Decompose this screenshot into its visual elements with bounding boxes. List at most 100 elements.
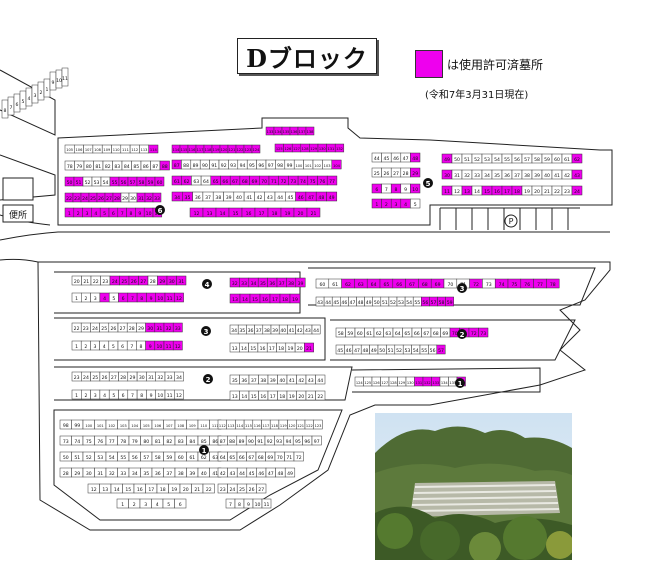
grave-plot[interactable]: 20 (179, 483, 192, 494)
grave-plot[interactable]: 53 (481, 153, 493, 164)
grave-plot[interactable]: 11 (163, 340, 174, 351)
grave-plot[interactable]: 4 (25, 87, 33, 107)
grave-plot[interactable]: 14 (239, 342, 249, 353)
grave-plot[interactable]: 101 (303, 159, 314, 170)
grave-plot[interactable]: 28 (59, 467, 72, 478)
grave-plot[interactable]: 18 (511, 185, 523, 196)
grave-plot[interactable]: 7 (225, 498, 236, 509)
grave-plot[interactable]: 37 (254, 324, 264, 335)
grave-plot[interactable]: 65 (402, 327, 413, 338)
grave-plot[interactable]: 20 (294, 342, 305, 353)
grave-plot[interactable]: 14 (239, 293, 251, 304)
grave-plot[interactable]: 17 (145, 483, 158, 494)
grave-plot[interactable]: 24 (81, 371, 91, 382)
grave-plot[interactable]: 127 (291, 143, 302, 153)
grave-plot[interactable]: 56 (511, 153, 523, 164)
grave-plot[interactable]: 49 (326, 191, 338, 202)
grave-plot[interactable]: 36 (151, 467, 164, 478)
grave-plot[interactable]: 74 (494, 278, 509, 289)
grave-plot[interactable]: 5 (162, 498, 175, 509)
grave-plot[interactable]: 41 (243, 191, 255, 202)
grave-plot[interactable]: 19 (280, 207, 295, 218)
grave-plot[interactable]: 126 (283, 143, 293, 153)
grave-plot[interactable]: 31 (451, 169, 463, 180)
grave-plot[interactable]: 29 (127, 371, 138, 382)
grave-plot[interactable]: 25 (88, 192, 98, 203)
grave-plot[interactable]: 5 (99, 207, 110, 218)
grave-plot[interactable]: 4 (99, 340, 110, 351)
grave-plot[interactable]: 39 (267, 374, 278, 385)
grave-plot[interactable]: 71 (268, 175, 279, 186)
grave-plot[interactable]: 20 (71, 275, 82, 286)
grave-plot[interactable]: 46 (390, 152, 402, 163)
grave-plot[interactable]: 18 (277, 390, 288, 401)
grave-plot[interactable]: 60 (354, 327, 365, 338)
grave-plot[interactable]: 23 (561, 185, 573, 196)
grave-plot[interactable]: 66 (392, 278, 406, 289)
grave-plot[interactable]: 59 (163, 451, 176, 462)
grave-plot[interactable]: 69 (249, 175, 260, 186)
grave-plot[interactable]: 12 (189, 207, 204, 218)
grave-plot[interactable]: 22 (202, 483, 215, 494)
grave-plot[interactable]: 19 (521, 185, 533, 196)
grave-plot[interactable]: 34 (174, 371, 184, 382)
grave-plot[interactable]: 61 (561, 153, 573, 164)
grave-plot[interactable]: 114 (235, 419, 245, 430)
grave-plot[interactable]: 23 (217, 483, 228, 494)
grave-plot[interactable]: 22 (551, 185, 563, 196)
grave-plot[interactable]: 70 (274, 451, 285, 462)
grave-plot[interactable]: 11 (441, 185, 453, 196)
grave-plot[interactable]: 82 (102, 160, 113, 171)
grave-plot[interactable]: 48 (315, 191, 327, 202)
grave-plot[interactable]: 54 (100, 176, 111, 187)
grave-plot[interactable]: 84 (186, 435, 199, 446)
grave-plot[interactable]: 62 (341, 278, 355, 289)
grave-plot[interactable]: 66 (236, 451, 247, 462)
grave-plot[interactable]: 98 (59, 419, 72, 430)
grave-plot[interactable]: 61 (364, 327, 375, 338)
grave-plot[interactable]: 30 (136, 371, 147, 382)
grave-plot[interactable]: 53 (402, 344, 412, 355)
grave-plot[interactable]: 16 (259, 293, 271, 304)
grave-plot[interactable]: 83 (174, 435, 187, 446)
grave-plot[interactable]: 40 (278, 324, 288, 335)
grave-plot[interactable]: 106 (74, 144, 84, 154)
grave-plot[interactable]: 53 (94, 451, 107, 462)
grave-plot[interactable]: 110 (111, 144, 122, 154)
grave-plot[interactable]: 6 (117, 340, 128, 351)
grave-plot[interactable]: 44 (371, 152, 382, 163)
grave-plot[interactable]: 12 (174, 292, 184, 303)
grave-plot[interactable]: 64 (392, 327, 403, 338)
grave-plot[interactable]: 101 (94, 419, 107, 430)
grave-plot[interactable]: 80 (140, 435, 153, 446)
grave-plot[interactable]: 85 (197, 435, 210, 446)
grave-plot[interactable]: 126 (371, 376, 381, 387)
grave-plot[interactable]: 87 (217, 435, 228, 446)
grave-plot[interactable]: 58 (151, 451, 164, 462)
grave-plot[interactable]: 57 (521, 153, 533, 164)
grave-plot[interactable]: 70 (443, 278, 458, 289)
grave-plot[interactable]: 44 (311, 324, 321, 335)
grave-plot[interactable]: 56 (118, 176, 129, 187)
grave-plot[interactable]: 43 (303, 324, 313, 335)
grave-plot[interactable]: 67 (421, 327, 432, 338)
grave-plot[interactable]: 23 (72, 192, 82, 203)
grave-plot[interactable]: 123 (243, 144, 253, 154)
grave-plot[interactable]: 1 (116, 498, 129, 509)
grave-plot[interactable]: 32 (163, 322, 174, 333)
grave-plot[interactable]: 37 (276, 277, 287, 288)
grave-plot[interactable]: 12 (172, 340, 183, 351)
grave-plot[interactable]: 95 (246, 159, 257, 170)
grave-plot[interactable]: 31 (176, 275, 187, 286)
grave-plot[interactable]: 90 (199, 159, 210, 170)
grave-plot[interactable]: 29 (120, 192, 130, 203)
grave-plot[interactable]: 66 (411, 327, 422, 338)
grave-plot[interactable]: 125 (274, 143, 284, 153)
grave-plot[interactable]: 31 (154, 322, 165, 333)
grave-plot[interactable]: 18 (267, 207, 282, 218)
grave-plot[interactable]: 28 (112, 192, 122, 203)
grave-plot[interactable]: 44 (274, 191, 286, 202)
grave-plot[interactable]: 88 (181, 159, 192, 170)
grave-plot[interactable]: 59 (445, 296, 454, 307)
grave-plot[interactable]: 78 (64, 160, 75, 171)
